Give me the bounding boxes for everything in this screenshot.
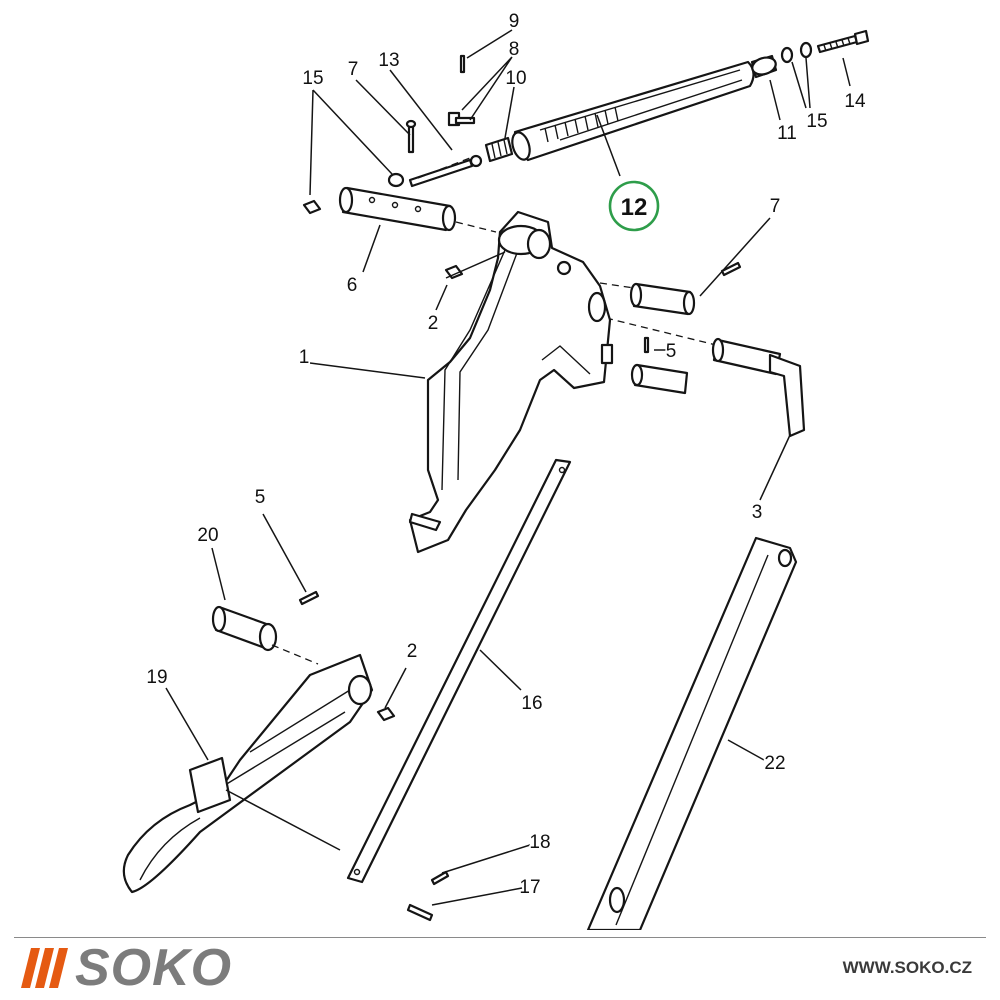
part-label-13: 13	[378, 50, 399, 71]
end-cap-part-11	[750, 54, 778, 79]
part-label-15-right: 15	[806, 111, 827, 132]
soko-logo: SOKO	[21, 939, 233, 997]
axle-part-6	[338, 186, 457, 232]
exploded-parts-diagram: 9 8 10 15 7 13 11 15 14 6 2 7 5 1 3 5 20…	[122, 10, 870, 930]
part-label-10: 10	[505, 68, 526, 89]
pins-parts-17-18	[406, 870, 450, 922]
part-label-22: 22	[764, 753, 785, 774]
part-label-16: 16	[521, 693, 542, 714]
pin-part-5-right	[630, 336, 689, 395]
pin-part-7-top	[405, 119, 417, 154]
pin-part-7-right	[629, 261, 742, 316]
highlighted-part-label: 12	[621, 194, 648, 221]
nut-part-2-bottom	[376, 706, 396, 722]
part-label-1: 1	[299, 347, 310, 368]
washers-part-15-right	[780, 41, 813, 64]
part-label-2-top: 2	[428, 313, 439, 334]
part-label-17: 17	[519, 877, 540, 898]
highlighted-part-callout: 12	[608, 180, 660, 232]
website-url[interactable]: WWW.SOKO.CZ	[842, 958, 972, 977]
part-label-19: 19	[146, 667, 167, 688]
lower-arm-part-19	[122, 653, 374, 894]
part-label-20: 20	[197, 525, 218, 546]
part-label-5-right: 5	[666, 341, 677, 362]
pin-part-20	[211, 605, 278, 652]
part-label-9: 9	[509, 11, 520, 32]
washer-nut-part-15-left	[302, 172, 405, 215]
part-label-11: 11	[777, 123, 797, 144]
nut-part-2-top	[444, 264, 464, 280]
bolt-part-13	[408, 154, 483, 188]
bolt-part-14	[816, 29, 870, 54]
footer-divider	[14, 937, 986, 938]
part-label-7-top: 7	[348, 59, 359, 80]
spring-tube-part-12	[511, 60, 755, 162]
side-beam-part-22	[586, 536, 798, 930]
part-label-7-right: 7	[770, 196, 781, 217]
part-label-5-left: 5	[255, 487, 266, 508]
part-label-8: 8	[509, 39, 520, 60]
logo-brand-text: SOKO	[75, 939, 233, 997]
pin-part-5-left	[298, 590, 320, 606]
bracket-part-3	[711, 337, 806, 438]
part-label-2-bottom: 2	[407, 641, 418, 662]
part-label-6: 6	[347, 275, 358, 296]
part-label-14: 14	[844, 91, 866, 112]
main-arm-part-1	[408, 210, 614, 554]
logo-stripes-icon	[21, 948, 68, 988]
part-label-3: 3	[752, 502, 763, 523]
rod-part-16	[346, 458, 572, 884]
spring-part-10	[484, 136, 514, 163]
pins-parts-8-9	[447, 54, 476, 127]
part-label-15-left: 15	[302, 68, 323, 89]
part-label-18: 18	[529, 832, 550, 853]
